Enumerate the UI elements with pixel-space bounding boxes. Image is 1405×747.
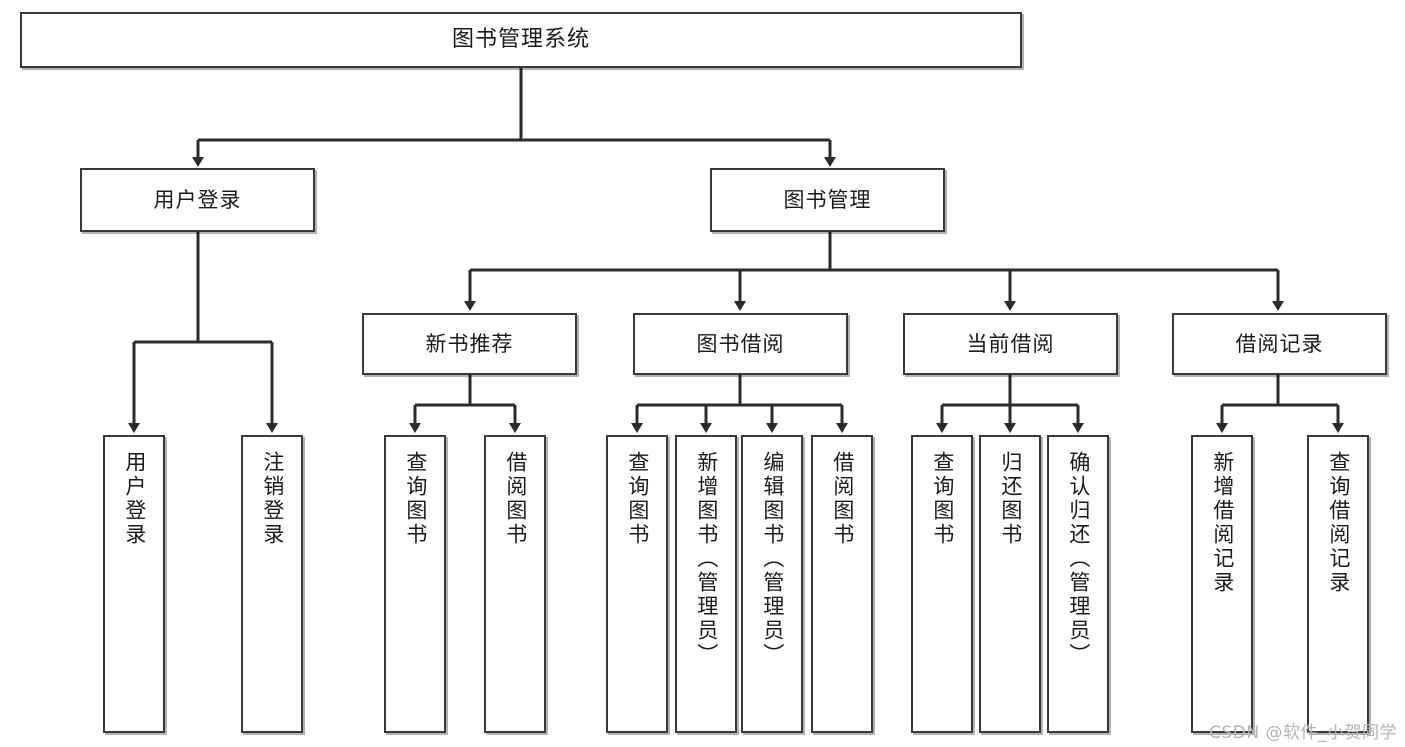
node-leaf-add-book-label: 新增图书（管理员） [694,451,719,667]
node-leaf-edit-book[interactable]: 编辑图书（管理员） [741,435,803,733]
node-user-login-label: 用户登录 [153,187,242,212]
edge-group-new-book-recommend [409,375,521,433]
node-leaf-confirm-return[interactable]: 确认归还（管理员） [1047,435,1109,733]
node-book-borrow-label: 图书借阅 [696,331,785,356]
node-leaf-borrow-book-2-label: 借阅图书 [830,451,855,547]
node-leaf-edit-book-label: 编辑图书（管理员） [760,451,785,667]
node-root-label: 图书管理系统 [451,27,590,53]
node-borrow-record[interactable]: 借阅记录 [1172,313,1387,375]
node-leaf-user-logout-label: 注销登录 [260,451,285,547]
edge-group-user-login [128,232,278,433]
node-leaf-query-book-3-label: 查询图书 [930,451,955,547]
node-leaf-add-book[interactable]: 新增图书（管理员） [675,435,737,733]
node-current-borrow[interactable]: 当前借阅 [903,313,1118,375]
edge-group-root [192,68,836,167]
node-leaf-return-book[interactable]: 归还图书 [979,435,1041,733]
edge-group-book-borrow [631,375,848,433]
node-leaf-query-record-label: 查询借阅记录 [1326,451,1351,595]
node-book-borrow[interactable]: 图书借阅 [633,313,848,375]
node-root[interactable]: 图书管理系统 [20,12,1022,68]
node-new-book-recommend-label: 新书推荐 [425,331,514,356]
node-book-manage-label: 图书管理 [783,187,872,212]
node-new-book-recommend[interactable]: 新书推荐 [362,313,577,375]
node-book-manage[interactable]: 图书管理 [710,168,945,232]
node-borrow-record-label: 借阅记录 [1235,331,1324,356]
node-leaf-add-record[interactable]: 新增借阅记录 [1191,435,1253,733]
edge-group-borrow-record [1216,375,1344,433]
node-leaf-query-book-3[interactable]: 查询图书 [911,435,973,733]
node-leaf-add-record-label: 新增借阅记录 [1210,451,1235,595]
node-leaf-return-book-label: 归还图书 [998,451,1023,547]
node-leaf-query-record[interactable]: 查询借阅记录 [1307,435,1369,733]
csdn-watermark: CSDN @软件_小贺同学 [1209,723,1397,743]
edge-group-book-manage [464,232,1284,311]
node-leaf-borrow-book-2[interactable]: 借阅图书 [811,435,873,733]
node-leaf-user-login-label: 用户登录 [122,451,147,547]
node-leaf-user-login[interactable]: 用户登录 [103,435,165,733]
node-leaf-confirm-return-label: 确认归还（管理员） [1066,451,1091,667]
node-current-borrow-label: 当前借阅 [966,331,1055,356]
node-leaf-borrow-book-1[interactable]: 借阅图书 [484,435,546,733]
node-leaf-query-book-2[interactable]: 查询图书 [606,435,668,733]
node-leaf-query-book-1[interactable]: 查询图书 [384,435,446,733]
edge-group-current-borrow [936,375,1084,433]
node-leaf-user-logout[interactable]: 注销登录 [241,435,303,733]
node-leaf-query-book-2-label: 查询图书 [625,451,650,547]
node-leaf-borrow-book-1-label: 借阅图书 [503,451,528,547]
node-user-login[interactable]: 用户登录 [80,168,315,232]
node-leaf-query-book-1-label: 查询图书 [403,451,428,547]
